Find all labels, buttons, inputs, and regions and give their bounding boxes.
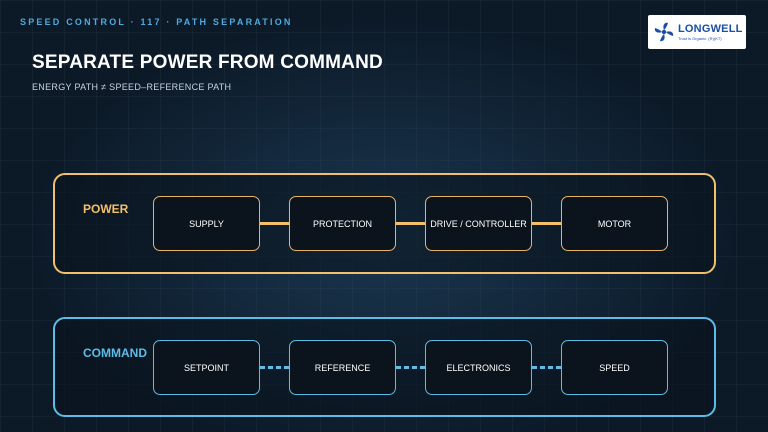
fan-icon: [654, 22, 674, 42]
command-label: COMMAND: [83, 346, 147, 360]
page-title: SEPARATE POWER FROM COMMAND: [32, 52, 383, 73]
command-path-panel: COMMAND SETPOINT REFERENCE ELECTRONICS S…: [53, 317, 716, 417]
power-node-supply: SUPPLY: [153, 196, 260, 251]
power-path-panel: POWER SUPPLY PROTECTION DRIVE / CONTROLL…: [53, 173, 716, 274]
logo-tagline: Trust is Organic. (R)(KT): [678, 35, 722, 41]
power-node-drive-controller: DRIVE / CONTROLLER: [425, 196, 532, 251]
brand-logo: LONGWELL Trust is Organic. (R)(KT): [648, 15, 746, 49]
command-node-setpoint: SETPOINT: [153, 340, 260, 395]
command-link: [396, 366, 425, 369]
logo-brand-name: LONGWELL: [678, 22, 743, 35]
power-node-protection: PROTECTION: [289, 196, 396, 251]
command-node-reference: REFERENCE: [289, 340, 396, 395]
section-kicker: SPEED CONTROL · 117 · PATH SEPARATION: [20, 17, 293, 27]
power-label: POWER: [83, 202, 129, 216]
power-link: [532, 222, 561, 225]
command-link: [260, 366, 289, 369]
command-link: [532, 366, 561, 369]
power-link: [260, 222, 289, 225]
command-node-electronics: ELECTRONICS: [425, 340, 532, 395]
page-subtitle: ENERGY PATH ≠ SPEED–REFERENCE PATH: [32, 82, 232, 92]
power-node-motor: MOTOR: [561, 196, 668, 251]
power-link: [396, 222, 425, 225]
command-node-speed: SPEED: [561, 340, 668, 395]
